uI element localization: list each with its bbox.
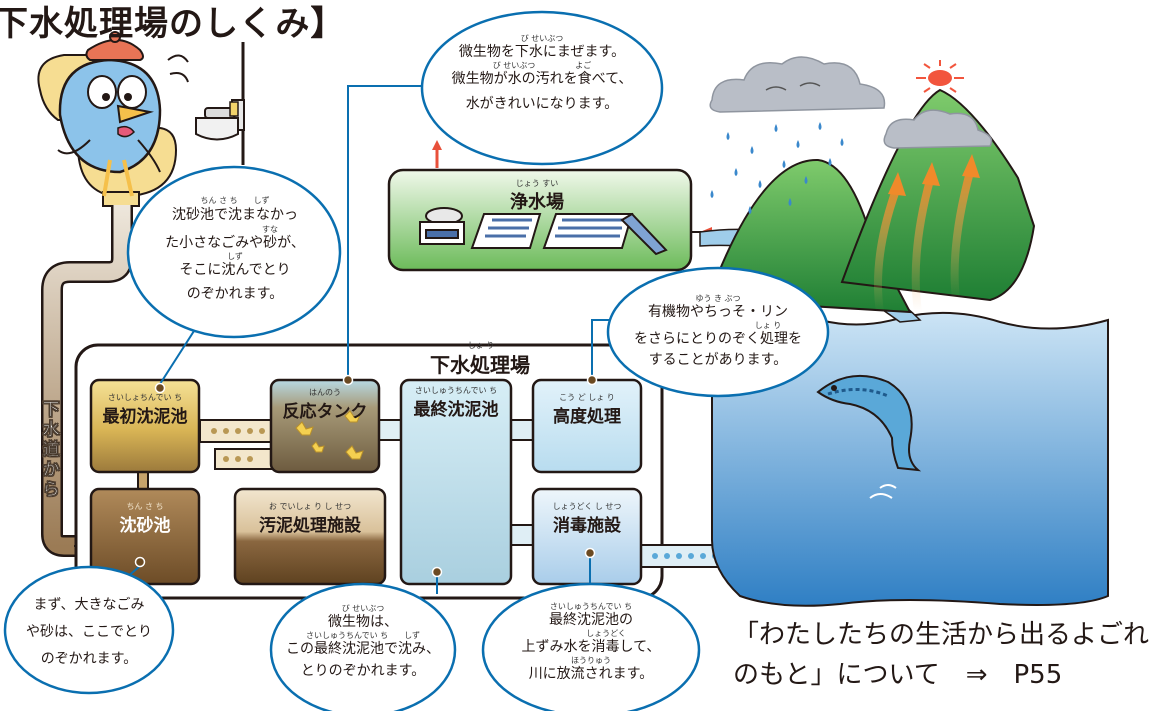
bubble-disinfection-ruby-1: さいしゅうちんでい ち	[549, 602, 633, 611]
tank-disinfection-ruby: しょうどく し せつ	[552, 502, 622, 511]
page-title: 下水処理場のしくみ】	[0, 4, 346, 44]
bubble-disinfection-ruby-3: ほうりゅう	[571, 656, 611, 665]
toilet-wall	[195, 42, 245, 165]
bubble-final-line-2: この最終沈泥池で沈み、	[286, 641, 440, 657]
bubble-microbes-ruby-2: び せいぶつ よご	[492, 61, 592, 70]
bubble-grit-line-3: のぞかれます。	[40, 651, 138, 667]
bubble-microbes-line-2: 微生物が水の汚れを食べて、	[451, 71, 633, 87]
evaporation-arrows	[874, 168, 974, 316]
facility-title-ruby: しょ り	[467, 341, 495, 350]
bubble-disinfection-line-1: 最終沈泥池の	[549, 612, 633, 628]
page-reference-line-2: のもと」について ⇒ P55	[733, 660, 1063, 690]
bubble-final-line-3: とりのぞかれます。	[300, 663, 426, 679]
bird-character	[57, 31, 189, 197]
bubble-primary-ruby-1: ちん さ ち しず	[200, 196, 270, 205]
bubble-disinfection-line-3: 川に放流されます。	[528, 666, 654, 682]
bubble-disinfection-ruby-2: しょうどく	[586, 629, 626, 638]
bubble-final-line-1: 微生物は、	[328, 614, 398, 630]
bubble-microbes: び せいぶつ 微生物を下水にまぜます。 び せいぶつ よご 微生物が水の汚れを食…	[432, 34, 652, 120]
bubble-advanced-ruby-1: ゆう き ぶつ	[695, 294, 741, 303]
facility-title: 下水処理場	[430, 353, 530, 377]
tank-primary-label: 最初沈泥池	[102, 407, 188, 427]
tank-sludge-ruby: お でいしょ り し せつ	[268, 502, 352, 511]
tank-advanced-label: 高度処理	[553, 407, 621, 427]
rain-drops	[710, 122, 844, 214]
primary-tank-shape	[89, 378, 201, 474]
bubble-advanced-line-1: 有機物やちっそ・リン	[648, 304, 788, 320]
tank-primary-ruby: さいしょちんでい ち	[107, 393, 183, 402]
connecting-pipes	[137, 419, 733, 568]
tank-sludge-label: 汚泥処理施設	[259, 516, 361, 536]
final-tank-shape	[399, 378, 513, 586]
tank-final-ruby: さいしゅうちんでい ち	[414, 386, 498, 395]
sun	[916, 60, 964, 93]
bubble-disinfection: さいしゅうちんでい ち 最終沈泥池の しょうどく 上ずみ水を消毒して、 ほうりゅ…	[500, 602, 682, 683]
plant-label: 浄水場	[510, 192, 564, 213]
bubble-advanced: ゆう き ぶつ 有機物やちっそ・リン しょ り をさらにとりのぞく処理を するこ…	[613, 294, 823, 372]
tank-disinfection-label: 消毒施設	[553, 516, 621, 536]
bubble-final: び せいぶつ 微生物は、 さいしゅうちんでい ち しず この最終沈泥池で沈み、 …	[276, 604, 450, 684]
tank-final-label: 最終沈泥池	[413, 400, 499, 420]
bubble-advanced-line-2: をさらにとりのぞく処理を	[634, 331, 802, 347]
tank-grit-ruby: ちん さ ち	[126, 502, 164, 511]
speech-bubbles	[3, 10, 830, 711]
tank-reaction-label: 反応タンク	[282, 402, 368, 422]
rain-cloud	[709, 56, 886, 113]
bubble-grit-line-1: まず、大きなごみ	[33, 597, 145, 613]
bubble-primary-line-2: た小さなごみや砂が、	[165, 235, 305, 251]
bubble-grit: まず、大きなごみ や砂は、ここでとり のぞかれます。	[15, 592, 163, 673]
bubble-final-ruby-1: び せいぶつ	[341, 604, 385, 613]
tank-reaction-ruby: はんのう	[309, 388, 341, 397]
tank-grit-label: 沈砂池	[119, 516, 171, 536]
bubble-primary-line-4: のぞかれます。	[186, 286, 284, 302]
bubble-primary-line-1: 沈砂池で沈まなかっ	[172, 207, 298, 223]
bubble-microbes-line-1: 微生物を下水にまぜます。	[458, 44, 626, 60]
page-reference[interactable]: 「わたしたちの生活から出るよごれ のもと」について ⇒ P55	[733, 615, 1149, 695]
bubble-primary: ちん さ ち しず 沈砂池で沈まなかっ すな た小さなごみや砂が、 しず そこに…	[140, 196, 330, 309]
bubble-primary-line-3: そこに沈んでとり	[179, 262, 291, 278]
bubble-primary-ruby-3: しず	[227, 252, 243, 261]
tank-advanced-ruby: こう ど しょ り	[559, 393, 615, 402]
bubble-microbes-line-3: 水がきれいになります。	[465, 96, 619, 112]
bubble-grit-line-2: や砂は、ここでとり	[26, 624, 152, 640]
plant-ruby: じょう すい	[515, 179, 559, 188]
bubble-advanced-ruby-2: しょ り	[754, 321, 782, 330]
bubble-microbes-ruby-1: び せいぶつ	[520, 34, 564, 43]
small-cloud	[883, 109, 993, 149]
plant-equipment	[419, 207, 668, 256]
bubble-final-ruby-2: さいしゅうちんでい ち しず	[306, 631, 420, 640]
sludge-tank-shape	[233, 487, 387, 586]
fish	[816, 375, 922, 499]
bubble-disinfection-line-2: 上ずみ水を消毒して、	[521, 639, 661, 655]
inflow-label: 下水道から	[42, 400, 60, 500]
page-reference-line-1: 「わたしたちの生活から出るよごれ	[733, 620, 1150, 650]
bubble-advanced-line-3: することがあります。	[648, 352, 788, 368]
bubble-primary-ruby-2: すな	[262, 225, 278, 234]
